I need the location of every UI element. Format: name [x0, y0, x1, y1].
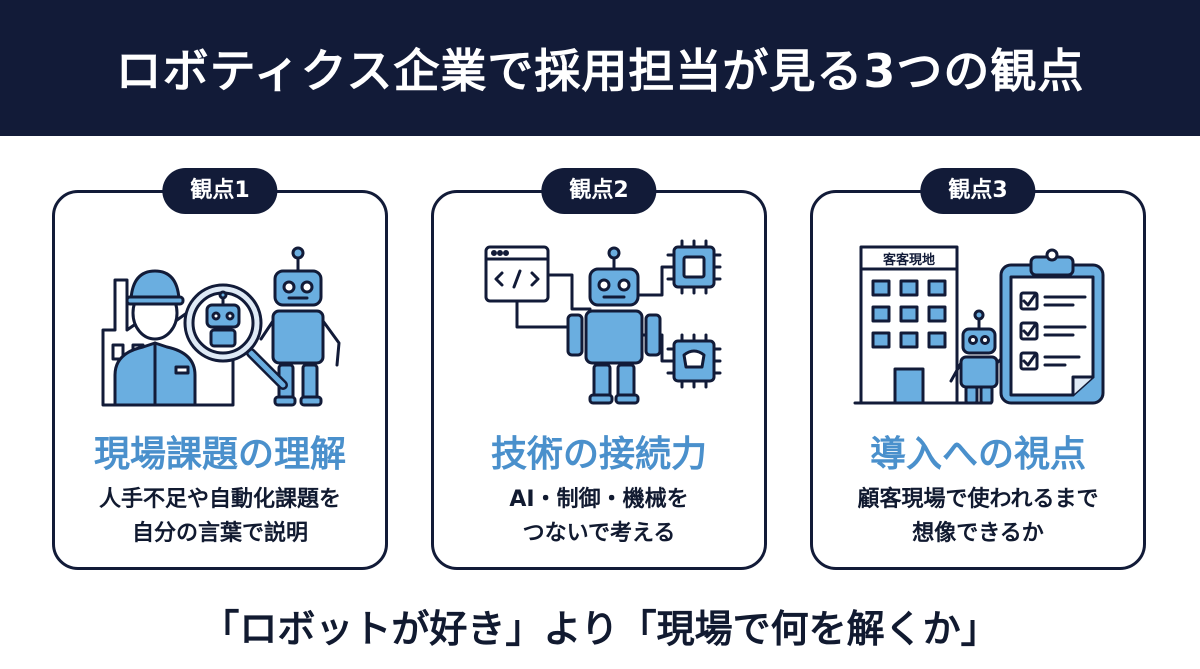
building-sign-label: 客客現地: [883, 252, 935, 268]
card-description-line: 顧客現場で使われるまで: [857, 487, 1099, 512]
card-badge: 観点2: [541, 168, 657, 214]
card-description-line: 想像できるか: [912, 521, 1044, 546]
card-viewpoint-2: 観点2: [431, 168, 767, 570]
building-robot-checklist-icon: 客客現地: [853, 245, 1105, 405]
card-viewpoint-1: 観点1: [52, 168, 388, 570]
card-description: AI・制御・機械を つないで考える: [434, 483, 764, 551]
card-title: 技術の接続力: [490, 434, 707, 475]
code-robot-chip-icon: [484, 239, 722, 405]
card-description-line: 人手不足や自動化課題を: [98, 487, 341, 512]
header-banner: ロボティクス企業で採用担当が見る3つの観点: [0, 0, 1200, 136]
card-badge: 観点1: [162, 168, 278, 214]
card-title: 現場課題の理解: [93, 434, 346, 475]
card-description-line: つないで考える: [522, 521, 676, 546]
worker-factory-magnifier-robot-icon: [101, 246, 341, 407]
card-description-line: AI・制御・機械を: [509, 487, 689, 512]
page-title: ロボティクス企業で採用担当が見る3つの観点: [115, 44, 1085, 98]
card-description: 人手不足や自動化課題を 自分の言葉で説明: [55, 483, 385, 551]
footer-tagline: 「ロボットが好き」より「現場で何を解くか」: [201, 607, 999, 651]
card-viewpoint-3: 観点3: [810, 168, 1146, 570]
card-description-line: 自分の言葉で説明: [131, 521, 308, 546]
card-description: 顧客現場で使われるまで 想像できるか: [813, 483, 1143, 551]
card-title: 導入への視点: [869, 434, 1086, 475]
card-badge: 観点3: [920, 168, 1036, 214]
